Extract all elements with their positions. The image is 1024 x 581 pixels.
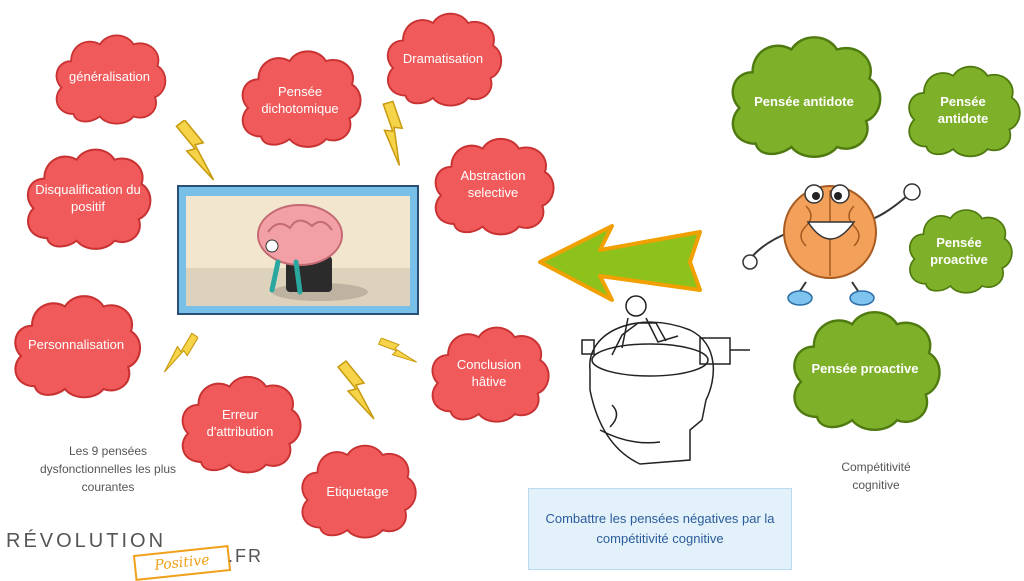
lightning-bolt-icon	[375, 327, 418, 376]
label-disqualification: Disqualification du positif	[35, 182, 141, 214]
big-arrow-icon	[538, 224, 702, 302]
lightning-bolt-icon	[364, 97, 420, 167]
label-etiquetage: Etiquetage	[326, 483, 389, 499]
logo-word-revolution: RÉVOLUTION	[6, 530, 167, 552]
label-proactive-1: Pensée proactive	[930, 235, 988, 267]
label-proactive-2: Pensée proactive	[811, 360, 919, 376]
caption-competitivite: Compétitivité cognitive	[841, 460, 911, 492]
lightning-bolt-icon	[337, 360, 375, 420]
label-antidote-2: Pensée antidote	[937, 94, 989, 126]
engineer-head-sketch	[581, 295, 750, 465]
callout-text: Combattre les pensées négatives par la c…	[545, 511, 775, 546]
logo-word-fr: .FR	[228, 546, 263, 566]
label-generalisation: généralisation	[69, 68, 150, 84]
label-abstraction: Abstraction selective	[460, 168, 526, 200]
label-personnalisation: Personnalisation	[27, 336, 125, 352]
lightning-bolt-icon	[154, 330, 207, 374]
label-antidote-1: Pensée antidote	[754, 93, 854, 109]
happy-brain-character	[742, 183, 921, 306]
caption-pensees-dysfonctionnelles: Les 9 pensées dysfonctionnelles les plus…	[39, 444, 177, 494]
label-conclusion: Conclusion hâtive	[456, 357, 522, 389]
label-pensee-dichotomique: Pensée dichotomique	[261, 84, 339, 116]
central-illustration	[177, 185, 419, 315]
lightning-bolt-icon	[175, 120, 215, 181]
label-erreur: Erreur d'attribution	[206, 407, 274, 439]
label-dramatisation: Dramatisation	[402, 50, 484, 66]
revolution-positive-logo[interactable]: RÉVOLUTION Positive .FR	[6, 526, 266, 581]
callout-box: Combattre les pensées négatives par la c…	[528, 488, 792, 570]
